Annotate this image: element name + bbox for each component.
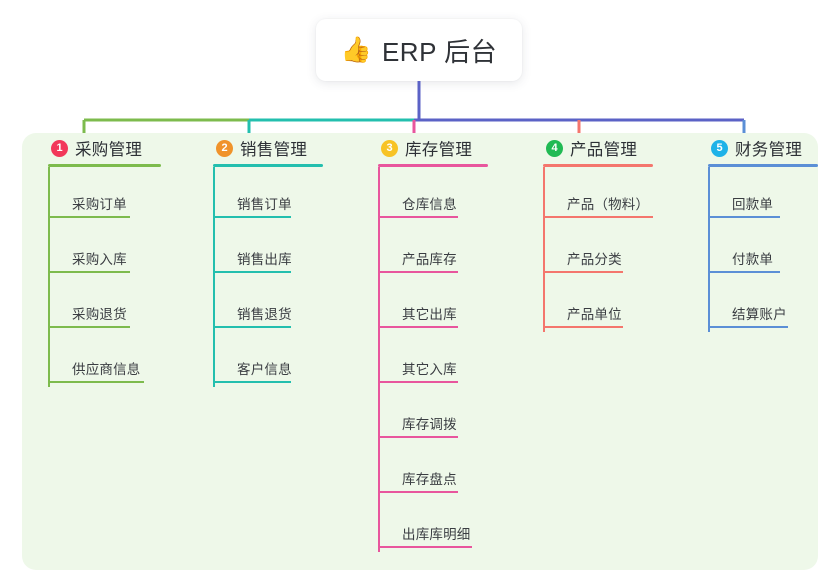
branch-item[interactable]: 采购入库	[48, 222, 130, 277]
branch-item[interactable]: 产品分类	[543, 222, 623, 277]
branch-item[interactable]: 产品库存	[378, 222, 458, 277]
branch-item[interactable]: 结算账户	[708, 277, 788, 332]
branch-item-underline	[708, 271, 780, 273]
branch-spine	[48, 167, 50, 387]
branch-item[interactable]: 销售退货	[213, 277, 292, 332]
branch-item-label: 产品库存	[402, 252, 457, 267]
branch-item-underline	[543, 326, 623, 328]
branch-item-underline	[708, 326, 788, 328]
branch-header-1[interactable]: 1 采购管理	[36, 133, 142, 163]
branch-item[interactable]: 产品（物料）	[543, 167, 653, 222]
branch-item-label: 仓库信息	[402, 197, 457, 212]
branch-item-label: 回款单	[732, 197, 774, 212]
branch-item-underline	[378, 491, 458, 493]
branch-item[interactable]: 销售订单	[213, 167, 292, 222]
branch-item-underline	[378, 436, 458, 438]
branch-item-underline	[378, 546, 472, 548]
branch-title: 采购管理	[75, 141, 143, 159]
branch-item[interactable]: 出库库明细	[378, 497, 472, 552]
branch-item[interactable]: 仓库信息	[378, 167, 458, 222]
branch-item[interactable]: 回款单	[708, 167, 780, 222]
branch-number-badge: 1	[51, 139, 68, 157]
branch-number-badge: 4	[546, 139, 563, 157]
branch-item-underline	[378, 271, 458, 273]
branch-item-underline	[48, 326, 130, 328]
branch-item[interactable]: 库存盘点	[378, 442, 458, 497]
branch-item-label: 结算账户	[732, 307, 787, 322]
branch-underline	[543, 164, 653, 167]
branch-number-badge: 3	[381, 139, 398, 157]
branches-panel: 1 采购管理采购订单采购入库采购退货供应商信息 2 销售管理销售订单销售出库销售退货客…	[22, 133, 818, 570]
branch-item-label: 付款单	[732, 252, 774, 267]
branch-spine	[543, 167, 545, 332]
branch-spine	[708, 167, 710, 332]
root-node[interactable]: 👍 ERP 后台	[316, 19, 522, 81]
branch-underline	[378, 164, 488, 167]
branch-number-badge: 2	[216, 139, 233, 157]
branch-item[interactable]: 采购退货	[48, 277, 130, 332]
branch-item-label: 产品单位	[567, 307, 622, 322]
branch-item-underline	[543, 271, 623, 273]
branch-item[interactable]: 付款单	[708, 222, 780, 277]
branch-title: 库存管理	[405, 141, 473, 159]
branch-title: 财务管理	[735, 141, 803, 159]
branch-item-label: 库存盘点	[402, 472, 457, 487]
branch-item-label: 销售退货	[237, 307, 292, 322]
branch-column-5: 5 财务管理回款单付款单结算账户	[696, 133, 818, 332]
branch-item-underline	[213, 271, 291, 273]
branch-item-label: 采购退货	[72, 307, 127, 322]
branch-column-1: 1 采购管理采购订单采购入库采购退货供应商信息	[36, 133, 161, 387]
root-title: ERP 后台	[381, 36, 498, 67]
branch-item-underline	[378, 326, 458, 328]
branch-column-3: 3 库存管理仓库信息产品库存其它出库其它入库库存调拨库存盘点出库库明细	[366, 133, 488, 552]
branch-item-label: 客户信息	[237, 362, 292, 377]
branch-header-3[interactable]: 3 库存管理	[366, 133, 472, 163]
branch-item-label: 产品（物料）	[567, 197, 650, 212]
branch-item[interactable]: 销售出库	[213, 222, 292, 277]
branch-item-underline	[543, 216, 653, 218]
branch-number-badge: 5	[711, 139, 728, 157]
branch-item[interactable]: 其它入库	[378, 332, 458, 387]
branch-item-underline	[48, 381, 144, 383]
branch-underline	[48, 164, 161, 167]
branch-item[interactable]: 库存调拨	[378, 387, 458, 442]
branch-column-2: 2 销售管理销售订单销售出库销售退货客户信息	[201, 133, 323, 387]
branch-spine	[213, 167, 215, 387]
branch-spine	[378, 167, 380, 552]
branch-underline	[708, 164, 818, 167]
branch-title: 销售管理	[240, 141, 308, 159]
branch-item[interactable]: 其它出库	[378, 277, 458, 332]
branch-header-4[interactable]: 4 产品管理	[531, 133, 637, 163]
thumbs-up-icon: 👍	[340, 35, 372, 64]
branch-item-label: 销售订单	[237, 197, 292, 212]
branch-item-underline	[378, 216, 458, 218]
branch-item[interactable]: 产品单位	[543, 277, 623, 332]
branch-item[interactable]: 供应商信息	[48, 332, 144, 387]
branch-header-5[interactable]: 5 财务管理	[696, 133, 802, 163]
branch-item-underline	[213, 326, 291, 328]
branch-item[interactable]: 客户信息	[213, 332, 292, 387]
branch-item-label: 采购入库	[72, 252, 127, 267]
branch-item[interactable]: 采购订单	[48, 167, 130, 222]
branch-title: 产品管理	[570, 141, 638, 159]
branch-item-underline	[213, 216, 291, 218]
branch-item-label: 销售出库	[237, 252, 292, 267]
branch-item-underline	[48, 216, 130, 218]
branch-column-4: 4 产品管理产品（物料） 产品分类产品单位	[531, 133, 653, 332]
branch-item-label: 库存调拨	[402, 417, 457, 432]
branch-item-label: 采购订单	[72, 197, 127, 212]
branch-underline	[213, 164, 323, 167]
branch-item-label: 其它入库	[402, 362, 457, 377]
branch-item-underline	[378, 381, 458, 383]
branch-header-2[interactable]: 2 销售管理	[201, 133, 307, 163]
branch-item-underline	[708, 216, 780, 218]
branch-item-label: 其它出库	[402, 307, 457, 322]
branch-item-underline	[48, 271, 130, 273]
branch-item-label: 供应商信息	[72, 362, 141, 377]
branch-item-label: 出库库明细	[402, 527, 471, 542]
branch-item-label: 产品分类	[567, 252, 622, 267]
branch-item-underline	[213, 381, 291, 383]
